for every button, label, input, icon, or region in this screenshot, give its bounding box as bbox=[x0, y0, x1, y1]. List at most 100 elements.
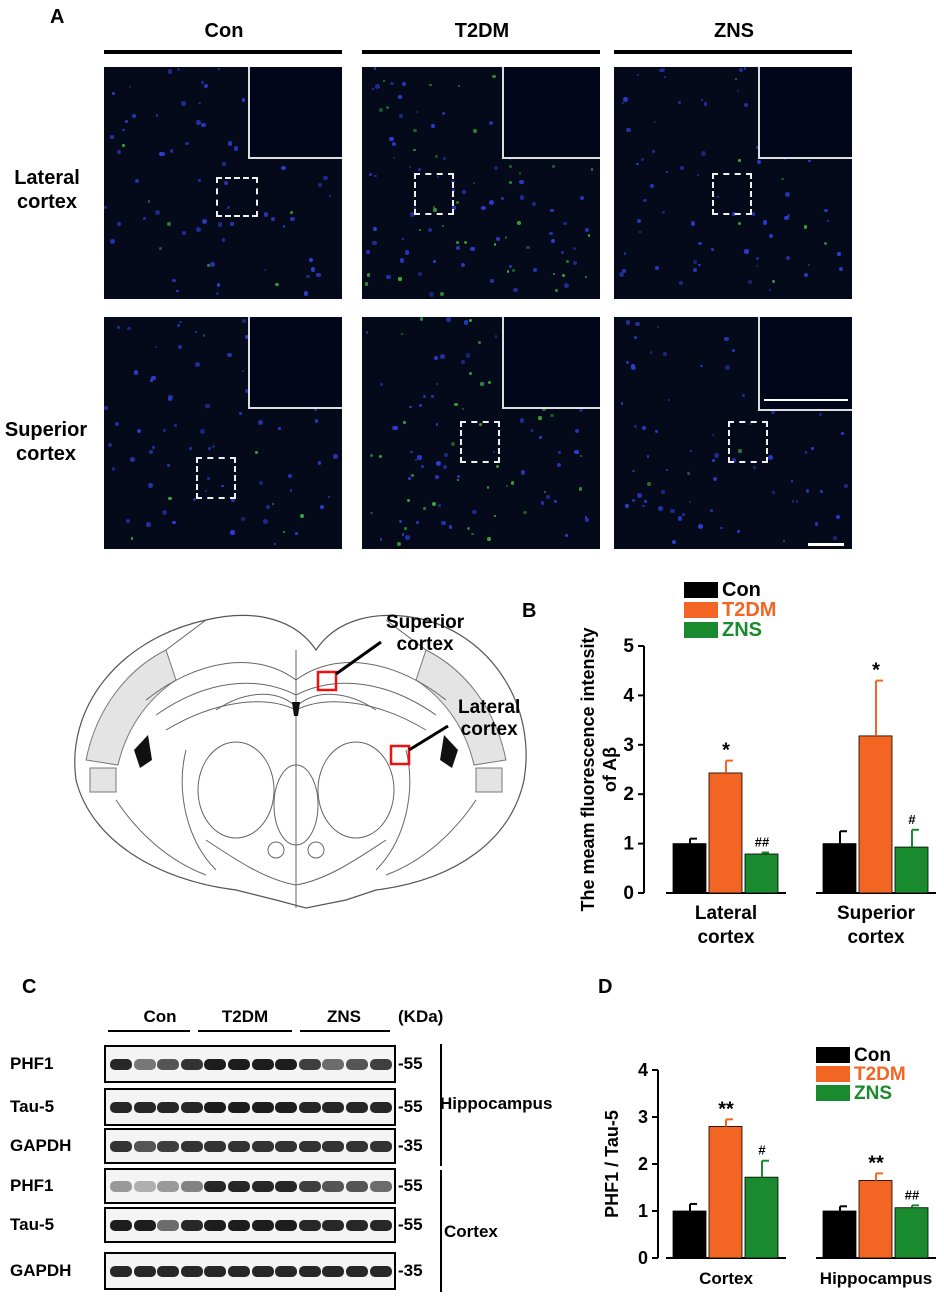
blot-band bbox=[346, 1181, 368, 1192]
blot-band bbox=[204, 1059, 227, 1070]
nucleus-dot bbox=[401, 532, 405, 536]
nucleus-dot bbox=[572, 260, 577, 266]
nucleus-dot bbox=[637, 492, 642, 498]
nucleus-dot bbox=[415, 111, 418, 114]
signal-dot bbox=[441, 224, 445, 227]
signal-dot bbox=[781, 177, 784, 181]
y-tick-label: 2 bbox=[623, 784, 634, 805]
nucleus-dot bbox=[557, 463, 562, 468]
signal-dot bbox=[403, 421, 406, 424]
signal-dot bbox=[379, 455, 383, 459]
nucleus-dot bbox=[172, 520, 177, 525]
nucleus-dot bbox=[768, 288, 772, 291]
nucleus-dot bbox=[743, 102, 749, 108]
nucleus-dot bbox=[509, 264, 513, 268]
significance-mark: * bbox=[722, 740, 730, 762]
legend-label-t2dm: T2DM bbox=[722, 599, 776, 621]
nucleus-dot bbox=[116, 221, 121, 226]
nucleus-dot bbox=[520, 470, 526, 475]
nucleus-dot bbox=[725, 365, 731, 370]
nucleus-dot bbox=[240, 516, 246, 522]
bar-t2dm bbox=[858, 735, 893, 894]
nucleus-dot bbox=[386, 274, 391, 280]
signal-dot bbox=[584, 275, 588, 279]
nucleus-dot bbox=[719, 526, 723, 530]
nucleus-dot bbox=[200, 80, 204, 84]
signal-dot bbox=[130, 537, 134, 540]
nucleus-dot bbox=[579, 196, 584, 201]
nucleus-dot bbox=[390, 81, 394, 86]
nucleus-dot bbox=[231, 498, 235, 502]
x-category-label: Lateral bbox=[695, 903, 757, 924]
brain-section-diagram bbox=[74, 614, 527, 909]
y-axis-label-line: The meam fluorescence intensity bbox=[578, 627, 598, 911]
blot-band bbox=[251, 1141, 274, 1152]
legend-label-con: Con bbox=[854, 1045, 891, 1066]
nucleus-dot bbox=[172, 278, 176, 283]
nucleus-dot bbox=[670, 508, 675, 514]
nucleus-dot bbox=[173, 424, 178, 428]
nucleus-dot bbox=[636, 163, 639, 166]
nucleus-dot bbox=[679, 281, 684, 285]
nucleus-dot bbox=[309, 258, 314, 263]
nucleus-dot bbox=[127, 327, 131, 331]
blot-kda-marker: -55 bbox=[398, 1097, 423, 1116]
panel-c-letter: C bbox=[22, 976, 37, 998]
nucleus-dot bbox=[804, 273, 809, 278]
nucleus-dot bbox=[155, 114, 159, 118]
nucleus-dot bbox=[441, 112, 446, 116]
signal-dot bbox=[202, 334, 205, 337]
y-tick-label: 1 bbox=[623, 834, 634, 855]
nucleus-dot bbox=[196, 227, 201, 232]
nucleus-dot bbox=[545, 495, 550, 499]
nucleus-dot bbox=[768, 233, 774, 239]
blot-band bbox=[251, 1181, 274, 1192]
nucleus-dot bbox=[414, 459, 417, 462]
nucleus-dot bbox=[201, 123, 206, 128]
nucleus-dot bbox=[641, 158, 644, 161]
nucleus-dot bbox=[554, 499, 558, 503]
nucleus-dot bbox=[405, 535, 410, 540]
blot-band bbox=[251, 1102, 274, 1113]
blot-band bbox=[251, 1059, 274, 1070]
signal-dot bbox=[510, 481, 514, 485]
blot-band bbox=[251, 1266, 274, 1277]
signal-dot bbox=[738, 159, 741, 162]
lateral-roi-marker bbox=[389, 744, 411, 766]
nucleus-dot bbox=[274, 542, 277, 546]
signal-dot bbox=[469, 319, 473, 322]
nucleus-dot bbox=[667, 398, 670, 402]
blot-band bbox=[322, 1220, 345, 1231]
blot-band bbox=[346, 1266, 368, 1277]
nucleus-dot bbox=[563, 221, 567, 226]
nucleus-dot bbox=[122, 128, 125, 132]
nucleus-dot bbox=[808, 159, 811, 163]
bar-zns bbox=[894, 1207, 929, 1259]
blot-band bbox=[322, 1181, 345, 1192]
nucleus-dot bbox=[664, 75, 667, 78]
nucleus-dot bbox=[462, 190, 466, 195]
region-cortex: Cortex bbox=[444, 1222, 498, 1241]
nucleus-dot bbox=[295, 532, 298, 536]
nucleus-dot bbox=[129, 86, 132, 89]
x-category-label: Cortex bbox=[699, 1269, 753, 1288]
nucleus-dot bbox=[737, 529, 740, 533]
nucleus-dot bbox=[241, 98, 245, 102]
nucleus-dot bbox=[436, 175, 440, 179]
nucleus-dot bbox=[681, 513, 685, 517]
legend-label-t2dm: T2DM bbox=[854, 1064, 906, 1085]
signal-dot bbox=[561, 273, 565, 277]
signal-dot bbox=[254, 451, 258, 454]
nucleus-dot bbox=[631, 498, 636, 503]
signal-dot bbox=[553, 272, 556, 275]
blot-band bbox=[275, 1102, 298, 1113]
nucleus-dot bbox=[713, 477, 718, 482]
nucleus-dot bbox=[743, 67, 746, 70]
blot-band bbox=[180, 1266, 203, 1277]
nucleus-dot bbox=[661, 490, 665, 494]
nucleus-dot bbox=[409, 212, 415, 218]
roi-box bbox=[216, 177, 258, 217]
blot-band bbox=[298, 1181, 321, 1192]
